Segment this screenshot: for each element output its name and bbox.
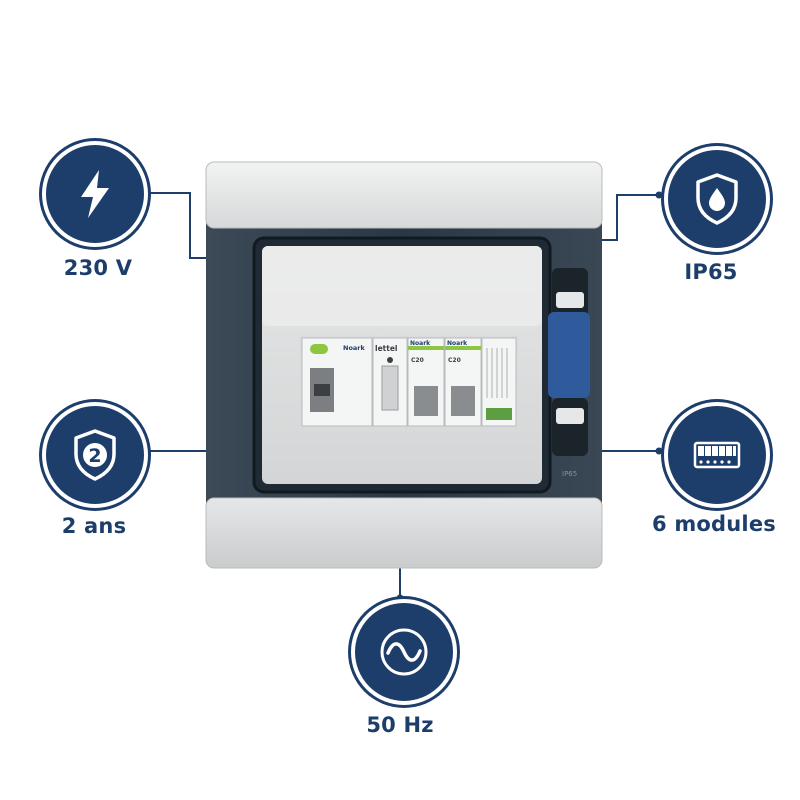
shield-number-icon: 2 — [74, 429, 116, 481]
device-breaker-2-brand: Noark — [447, 340, 468, 347]
device-rcd-brand: Noark — [343, 344, 365, 352]
shield-water-drop-icon — [696, 173, 738, 225]
latch-lock — [548, 312, 590, 398]
device-lettel-brand: lettel — [375, 344, 398, 353]
lightning-bolt-icon — [81, 170, 109, 218]
device-breaker-1-rating: C20 — [411, 357, 424, 364]
frequency-badge — [351, 599, 457, 705]
enclosure-top-cap — [205, 161, 603, 229]
sine-wave-icon — [380, 628, 428, 676]
frequency-label: 50 Hz — [366, 713, 434, 737]
device-breaker-2-rating: C20 — [448, 357, 461, 364]
device-breaker-1-brand: Noark — [410, 340, 431, 347]
modules-label: 6 modules — [652, 512, 776, 536]
ip-marking: IP65 — [562, 470, 577, 478]
voltage-badge — [42, 141, 148, 247]
voltage-label: 230 V — [63, 256, 133, 280]
warranty-label: 2 ans — [61, 514, 127, 538]
device-lettel — [372, 337, 408, 427]
protection-label: IP65 — [684, 260, 738, 284]
modules-badge — [664, 402, 770, 508]
din-rail-devices — [300, 336, 518, 428]
modules-rail-icon — [693, 441, 741, 469]
warranty-number: 2 — [88, 445, 101, 467]
enclosure-bottom-cap — [205, 497, 603, 569]
latch-bottom — [552, 398, 588, 456]
protection-badge — [664, 146, 770, 252]
warranty-badge: 2 — [42, 402, 148, 508]
